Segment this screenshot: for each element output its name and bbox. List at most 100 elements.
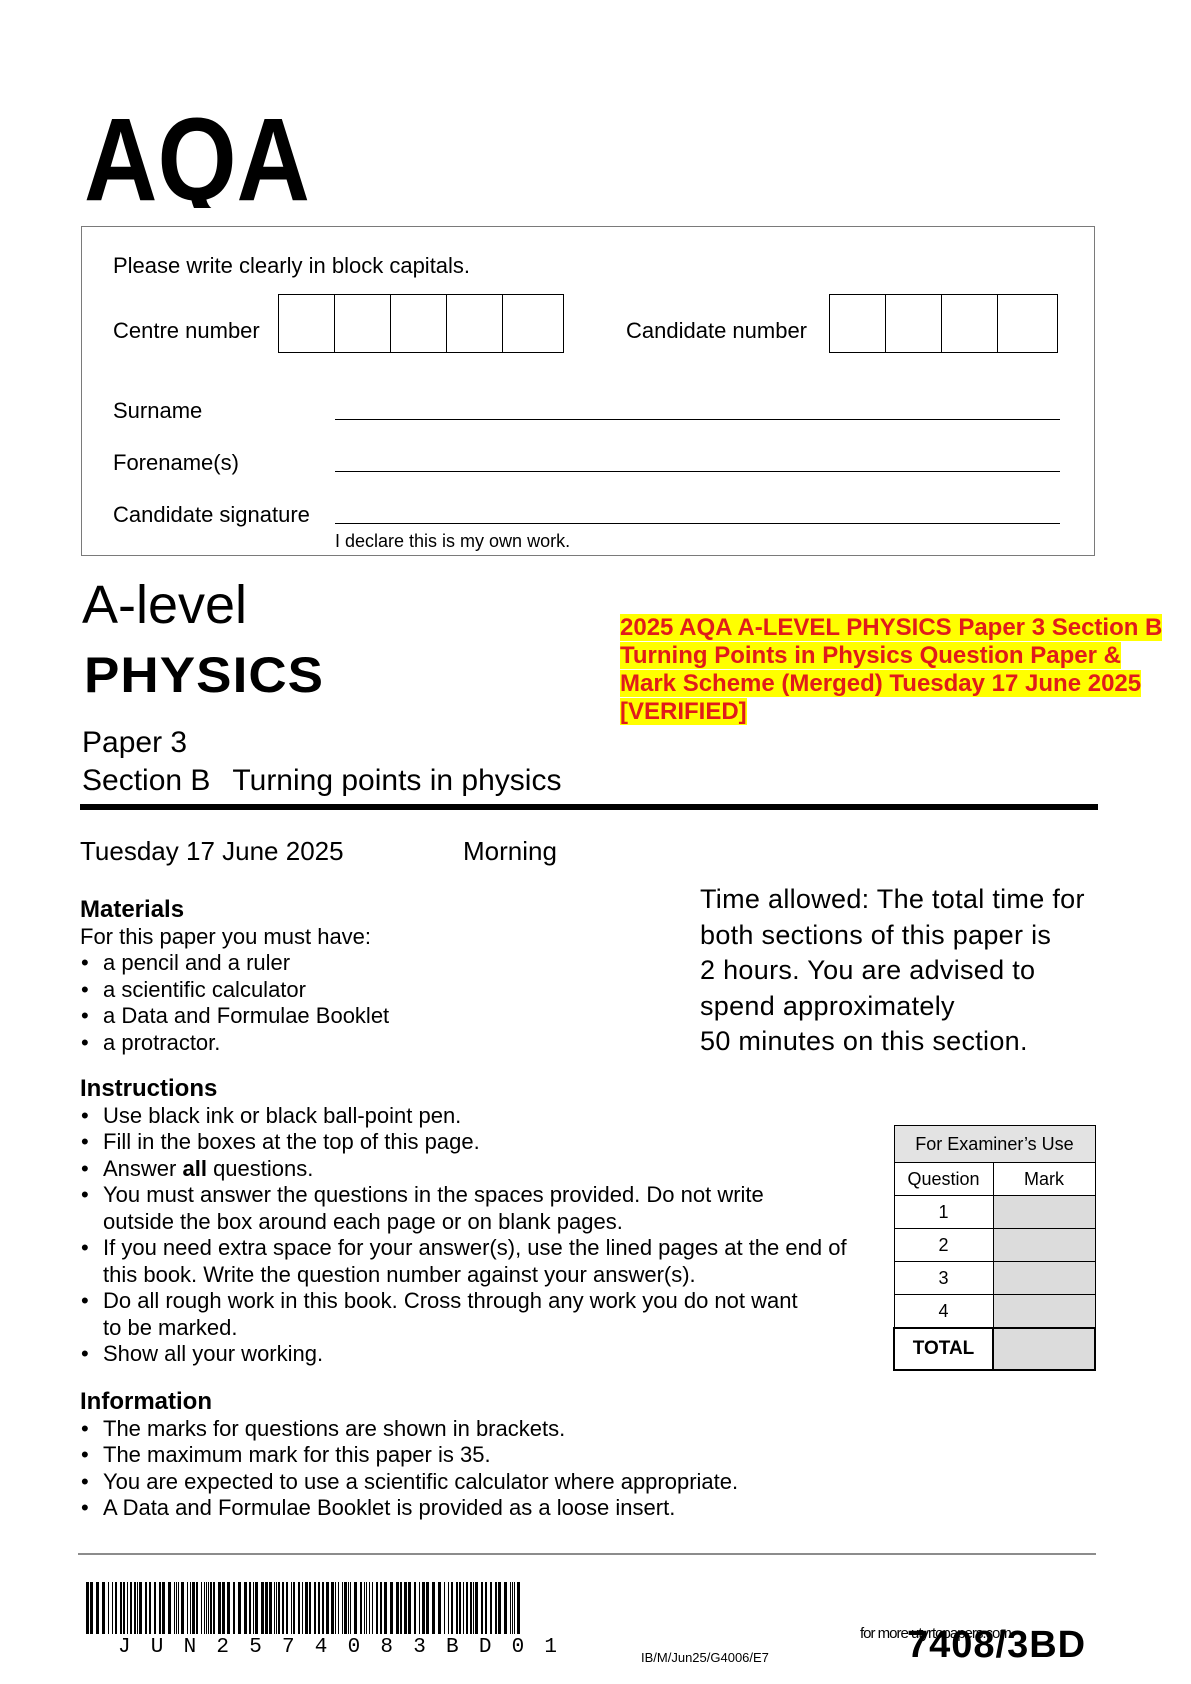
barcode-bar [451,1582,453,1634]
barcode-bar [291,1582,292,1634]
barcode-bar [210,1582,212,1634]
barcode-bar [408,1582,411,1634]
logo-text: AQA [84,98,310,208]
barcode-bar [512,1582,513,1634]
time-allowed-line: Time allowed: The total time for [700,884,1085,914]
barcode-bar [244,1582,247,1634]
candidate-number-cell[interactable] [830,295,886,352]
information-heading: Information [80,1388,212,1415]
section-title: Turning points in physics [232,764,562,797]
centre-number-grid[interactable] [278,294,564,353]
instruction-item: Use black ink or black ball-point pen. [80,1103,870,1130]
candidate-number-cell[interactable] [942,295,998,352]
barcode-bar [298,1582,300,1634]
barcode-bar [127,1582,128,1634]
barcode-bar [390,1582,393,1634]
candidate-number-label: Candidate number [626,318,808,343]
centre-number-cell[interactable] [503,295,559,352]
barcode-bar [134,1582,136,1634]
barcode-bar [448,1582,449,1634]
candidate-number-cell[interactable] [886,295,942,352]
barcode-bar [504,1582,507,1634]
signature-label: Candidate signature [113,502,310,527]
barcode-bar [426,1582,429,1634]
candidate-details-box [81,226,1095,556]
barcode-bar [213,1582,215,1634]
mark-column-header: Mark [992,1162,1096,1196]
footer-rule [78,1553,1096,1555]
mark-cell [992,1294,1096,1329]
barcode-bar [253,1582,254,1634]
barcode-bar [309,1582,311,1634]
barcode-bar [249,1582,251,1634]
centre-number-cell[interactable] [391,295,447,352]
materials-intro: For this paper you must have: [80,923,372,949]
barcode-bar [86,1582,89,1634]
signature-field[interactable] [335,523,1060,524]
highlight-line: Turning Points in Physics Question Paper… [620,642,1121,669]
time-allowed-line: 2 hours. You are advised to [700,955,1036,985]
barcode-bar [293,1582,295,1634]
barcode [86,1582,520,1634]
barcode-bar [466,1582,468,1634]
materials-item: a scientific calculator [80,977,389,1004]
table-row: 3 [893,1261,1096,1295]
information-section: Information The marks for questions are … [80,1388,738,1522]
table-row: 4 [893,1294,1096,1329]
barcode-bar [342,1582,343,1634]
barcode-bar [149,1582,151,1634]
barcode-bar [181,1582,184,1634]
materials-item: a Data and Formulae Booklet [80,1003,389,1030]
barcode-text: JUN2574083BD01 [118,1636,578,1659]
instruction-item: Do all rough work in this book. Cross th… [80,1288,803,1341]
barcode-bar [376,1582,378,1634]
barcode-bar [145,1582,147,1634]
instruction-item: Fill in the boxes at the top of this pag… [80,1129,870,1156]
barcode-bar [102,1582,105,1634]
barcode-bar [314,1582,316,1634]
candidate-number-grid[interactable] [829,294,1058,353]
barcode-bar [208,1582,209,1634]
highlight-line: Mark Scheme (Merged) Tuesday 17 June 202… [620,670,1142,697]
mark-cell [992,1261,1096,1295]
barcode-bar [475,1582,478,1634]
centre-number-cell[interactable] [279,295,335,352]
barcode-bar [372,1582,373,1634]
barcode-bar [190,1582,191,1634]
surname-field[interactable] [335,419,1060,420]
barcode-bar [162,1582,165,1634]
information-item: A Data and Formulae Booklet is provided … [80,1495,738,1522]
centre-number-cell[interactable] [447,295,503,352]
barcode-bar [344,1582,347,1634]
forename-field[interactable] [335,471,1060,472]
centre-number-cell[interactable] [335,295,391,352]
barcode-bar [222,1582,225,1634]
barcode-bar [404,1582,407,1634]
materials-heading: Materials [80,896,185,923]
barcode-bar [90,1582,93,1634]
barcode-bar [261,1582,264,1634]
barcode-bar [137,1582,138,1634]
question-number: 3 [893,1261,994,1295]
barcode-bar [348,1582,349,1634]
barcode-bar [490,1582,492,1634]
barcode-bar [218,1582,221,1634]
instruction-item: Answer all questions. [80,1156,870,1183]
surname-label: Surname [113,398,203,423]
barcode-bar [470,1582,472,1634]
examiner-use-table: For Examiner’s Use Question Mark 1 2 3 4… [893,1125,1096,1371]
forename-label: Forename(s) [113,450,239,475]
barcode-bar [233,1582,235,1634]
barcode-bar [331,1582,334,1634]
candidate-number-cell[interactable] [998,295,1054,352]
question-number: 1 [893,1195,994,1229]
centre-number-label: Centre number [113,318,260,343]
barcode-bar [120,1582,122,1634]
time-allowed-line: spend approximately [700,990,955,1021]
barcode-bar [265,1582,268,1634]
barcode-bar [276,1582,277,1634]
barcode-bar [115,1582,117,1634]
barcode-bar [432,1582,435,1634]
barcode-bar [174,1582,175,1634]
barcode-bar [495,1582,497,1634]
